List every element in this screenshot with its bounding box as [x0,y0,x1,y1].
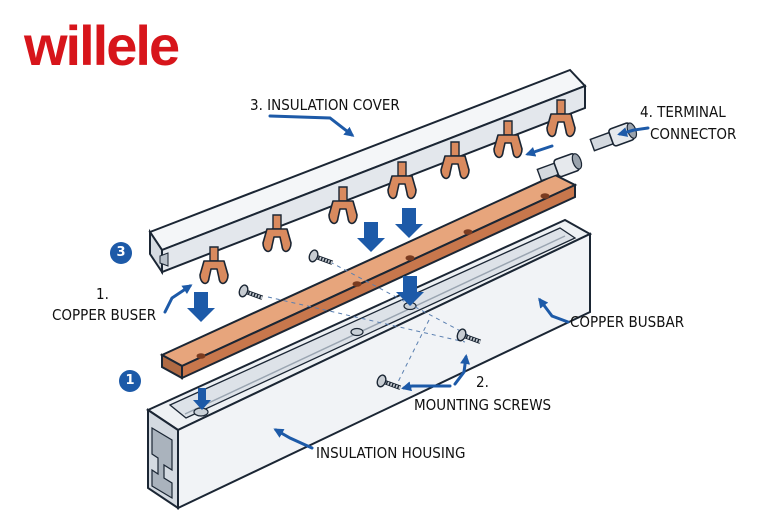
copper-busbar [159,173,578,380]
copper-buser-label: COPPER BUSER [52,306,157,324]
terminal-connector-label-line1: 4. TERMINAL [640,103,726,121]
insulation-housing-label: INSULATION HOUSING [316,444,466,462]
step-badge-3: 3 [110,242,132,264]
callout-arrow-icon [163,114,650,450]
willele-logo: willele [24,14,180,77]
mounting-screws-label: MOUNTING SCREWS [414,396,552,414]
assembly-guide-lines [267,261,471,389]
insulation-cover-label: 3. INSULATION COVER [250,96,400,114]
copper-busbar-label: COPPER BUSBAR [570,313,685,331]
copper-buser-number: 1. [96,285,109,303]
insulation-cover [148,68,587,276]
insulation-housing [145,218,593,510]
down-arrow-icon [187,208,424,410]
step-badge-1: 1 [119,370,141,392]
mounting-screws-number: 2. [476,373,489,391]
terminal-connector-label-line2: CONNECTOR [650,125,737,143]
